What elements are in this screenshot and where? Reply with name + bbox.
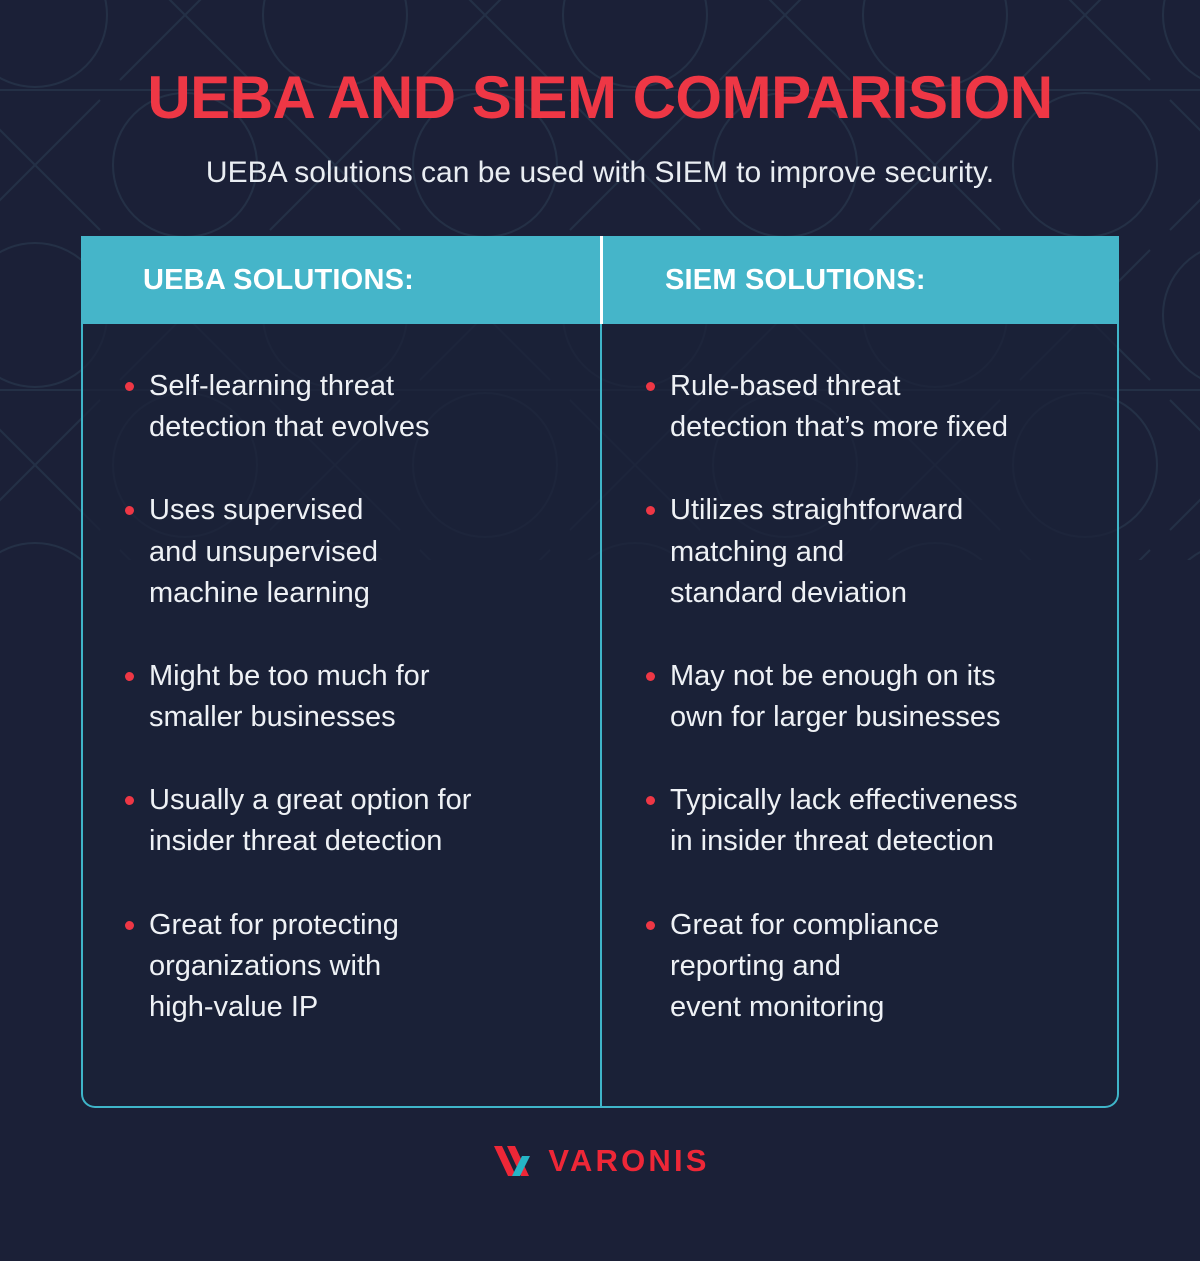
column-header-ueba: UEBA SOLUTIONS: — [81, 236, 600, 324]
brand-name: VARONIS — [548, 1143, 710, 1178]
page-subtitle: UEBA solutions can be used with SIEM to … — [205, 156, 995, 189]
comparison-table: UEBA SOLUTIONS: SIEM SOLUTIONS: Self-lea… — [81, 236, 1119, 1108]
table-header-row: UEBA SOLUTIONS: SIEM SOLUTIONS: — [81, 236, 1119, 324]
page-title: UEBA AND SIEM COMPARISION — [147, 64, 1053, 131]
column-header-siem-label: SIEM SOLUTIONS: — [665, 263, 926, 296]
column-header-siem: SIEM SOLUTIONS: — [600, 236, 1119, 324]
footer-logo: VARONIS — [490, 1142, 709, 1180]
varonis-chevron-mark-icon — [494, 1146, 531, 1176]
column-header-ueba-label: UEBA SOLUTIONS: — [143, 263, 414, 296]
